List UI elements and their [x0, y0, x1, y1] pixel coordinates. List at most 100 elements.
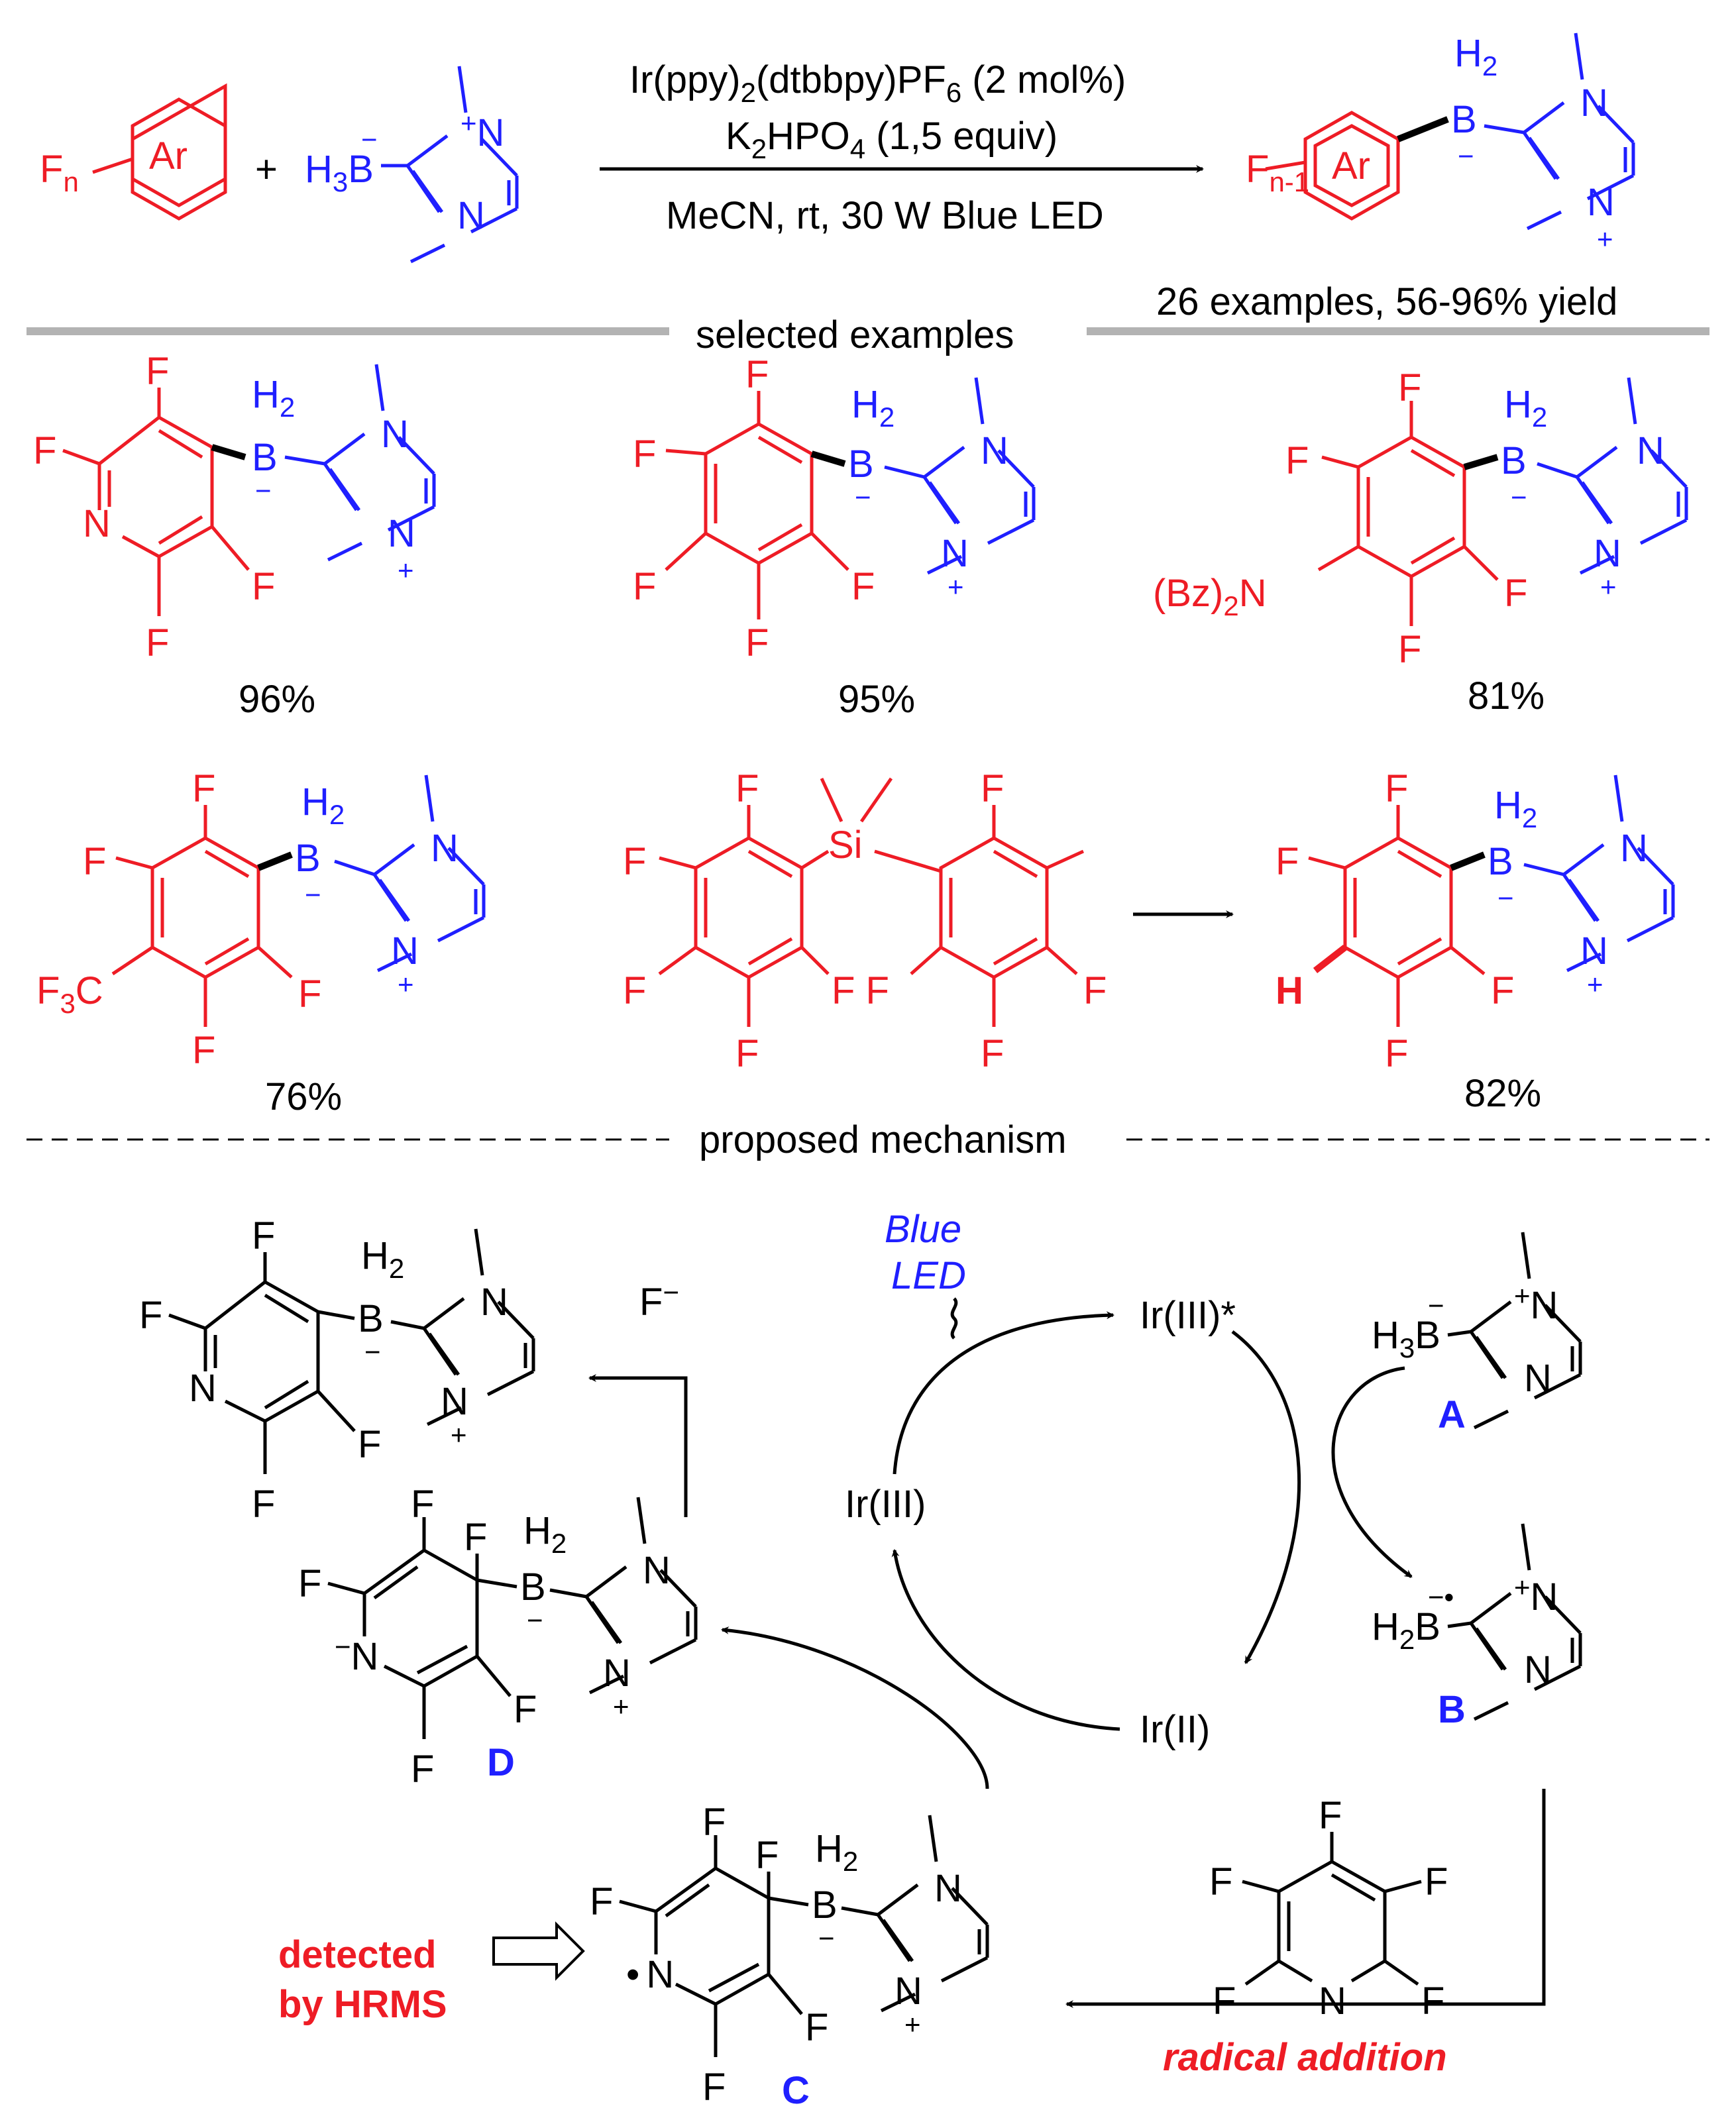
- svg-text:−: −: [1428, 1290, 1444, 1321]
- svg-text:N: N: [457, 194, 485, 237]
- svg-text:F: F: [33, 429, 56, 472]
- svg-text:H2: H2: [361, 1234, 404, 1284]
- n-plus-label: +N: [461, 107, 504, 154]
- svg-text:H2: H2: [815, 1827, 858, 1877]
- detected-line1: detected: [278, 1933, 437, 1976]
- h3b-label: H3B: [305, 148, 374, 197]
- svg-text:F: F: [298, 973, 321, 1016]
- proposed-mechanism-title: proposed mechanism: [699, 1118, 1067, 1161]
- example-5: F F F F Si F F F F F F F H F F: [623, 767, 1673, 1115]
- svg-text:N: N: [1580, 81, 1608, 125]
- svg-text:F: F: [146, 621, 169, 664]
- svg-text:H2: H2: [523, 1509, 567, 1559]
- mech-product: [168, 1229, 533, 1474]
- svg-text:F: F: [981, 767, 1004, 810]
- svg-text:N: N: [1319, 1980, 1346, 2023]
- svg-text:N: N: [189, 1367, 217, 1410]
- svg-text:−: −: [1511, 482, 1527, 513]
- svg-text:F: F: [623, 969, 646, 1012]
- svg-text:F F: F F: [832, 969, 889, 1012]
- svg-text:N: N: [391, 929, 419, 973]
- svg-text:F: F: [590, 1880, 613, 1923]
- svg-text:N: N: [603, 1652, 631, 1695]
- svg-text:N: N: [441, 1380, 468, 1423]
- svg-text:−N: −N: [335, 1631, 378, 1678]
- svg-text:F: F: [252, 1214, 275, 1257]
- blue-led-line1: Blue: [885, 1208, 961, 1251]
- svg-text:+: +: [398, 555, 414, 586]
- svg-text:F: F: [1385, 767, 1408, 810]
- svg-text:F: F: [633, 565, 656, 608]
- reactant-ar-label: Ar: [149, 134, 188, 178]
- svg-text:B: B: [295, 837, 321, 880]
- svg-text:F: F: [981, 1032, 1004, 1075]
- svg-text:H3B: H3B: [1372, 1314, 1440, 1363]
- bz2n-label: (Bz)2N: [1153, 572, 1267, 621]
- si-label: Si: [828, 823, 863, 867]
- svg-text:F: F: [702, 1801, 726, 1844]
- svg-text:F: F: [411, 1483, 434, 1526]
- svg-text:B: B: [1488, 840, 1513, 883]
- svg-text:+: +: [1600, 571, 1617, 602]
- blue-led-line2: LED: [891, 1254, 966, 1297]
- svg-text:−: −: [255, 475, 272, 506]
- reactant-arene: [92, 83, 227, 221]
- svg-text:H2: H2: [1494, 784, 1537, 833]
- svg-text:H2: H2: [1504, 383, 1547, 433]
- ir2-label: Ir(II): [1140, 1708, 1210, 1751]
- mechanism: Blue LED Ir(III)* Ir(III) Ir(II) F− F F …: [139, 1208, 1580, 2112]
- svg-text:N: N: [1587, 181, 1615, 224]
- svg-text:H2: H2: [851, 383, 895, 433]
- svg-text:B: B: [1501, 439, 1527, 482]
- svg-text:−: −: [1458, 140, 1474, 172]
- examples-divider: selected examples: [27, 313, 1709, 356]
- open-arrow-icon: [492, 1921, 585, 1981]
- svg-text:F: F: [623, 840, 646, 883]
- pentafluoropyridine: [1242, 1832, 1422, 1986]
- fluoride-label: F−: [639, 1277, 679, 1324]
- svg-text:F: F: [1319, 1794, 1342, 1837]
- svg-text:+: +: [1597, 223, 1613, 254]
- svg-text:F: F: [805, 2006, 828, 2049]
- ir3star-label: Ir(III)*: [1140, 1294, 1236, 1337]
- product-fn-label: Fn-1: [1246, 148, 1309, 197]
- svg-text:•N: •N: [626, 1953, 674, 1996]
- svg-text:N: N: [1620, 827, 1648, 870]
- label-d: D: [487, 1741, 515, 1784]
- svg-text:B: B: [252, 436, 278, 479]
- svg-text:F: F: [83, 840, 106, 883]
- svg-text:N: N: [83, 502, 111, 545]
- svg-text:−: −: [1497, 882, 1514, 914]
- svg-text:N: N: [895, 1970, 922, 2013]
- svg-text:F: F: [1285, 439, 1309, 482]
- detected-line2: by HRMS: [278, 1983, 447, 2026]
- svg-text:F: F: [411, 1748, 434, 1791]
- yield-2: 95%: [838, 678, 915, 721]
- label-c: C: [782, 2069, 810, 2112]
- svg-text:−: −: [305, 879, 321, 910]
- svg-text:H2B: H2B: [1372, 1605, 1440, 1655]
- label-a: A: [1438, 1393, 1466, 1436]
- svg-text:+: +: [904, 2009, 921, 2040]
- svg-text:B: B: [520, 1566, 546, 1609]
- svg-text:F: F: [358, 1423, 381, 1466]
- svg-text:F: F: [755, 1834, 779, 1877]
- svg-text:+N: +N: [1514, 1280, 1558, 1327]
- example-2: F F F F F B H2 − N N + 95%: [633, 353, 1034, 721]
- svg-text:F: F: [1398, 628, 1421, 671]
- svg-text:−: −: [855, 482, 871, 513]
- product-ar-label: Ar: [1332, 144, 1370, 187]
- svg-text:B: B: [812, 1884, 838, 1927]
- svg-text:N: N: [981, 429, 1008, 472]
- svg-text:N: N: [1524, 1357, 1552, 1400]
- svg-text:F: F: [514, 1688, 537, 1731]
- svg-text:F: F: [192, 1029, 215, 1072]
- h-atom-label: H: [1275, 969, 1303, 1012]
- svg-text:B: B: [1451, 98, 1477, 141]
- catalyst-label: Ir(ppy)2(dtbbpy)PF6 (2 mol%): [629, 58, 1126, 108]
- svg-text:−•: −•: [1428, 1581, 1454, 1613]
- svg-text:F: F: [1275, 840, 1299, 883]
- scope-summary: 26 examples, 56-96% yield: [1156, 280, 1617, 323]
- svg-text:+: +: [1587, 969, 1603, 1000]
